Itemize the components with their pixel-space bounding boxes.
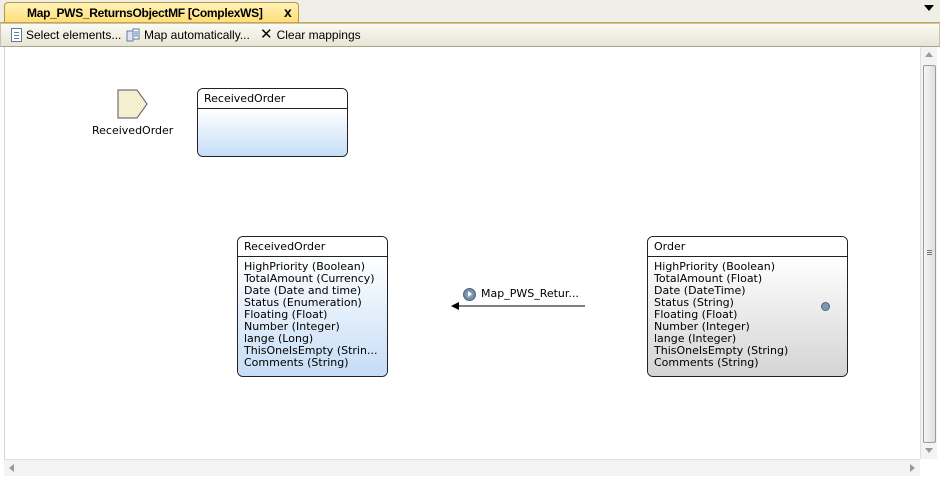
microflow-play-icon[interactable] [463, 288, 476, 301]
attribute-list: HighPriority (Boolean)TotalAmount (Curre… [238, 257, 387, 369]
attribute-item[interactable]: Floating (Float) [244, 308, 328, 321]
vertical-scroll-thumb[interactable] [923, 65, 936, 443]
entity-title: Order [648, 237, 847, 257]
attribute-item[interactable]: ThisOneIsEmpty (String) [654, 344, 789, 357]
attribute-item[interactable]: lange (Integer) [654, 332, 737, 345]
map-automatically-icon [126, 28, 140, 42]
attribute-item[interactable]: Number (Integer) [244, 320, 340, 333]
clear-mappings-button[interactable]: ✕ Clear mappings [260, 27, 361, 43]
target-entity-received-order[interactable]: ReceivedOrder HighPriority (Boolean)Tota… [237, 236, 388, 377]
document-icon [11, 28, 22, 42]
attribute-item[interactable]: TotalAmount (Float) [654, 272, 763, 285]
parameter-label: ReceivedOrder [92, 124, 174, 137]
entity-title: ReceivedOrder [238, 237, 387, 257]
horizontal-scrollbar[interactable] [4, 459, 920, 476]
parameter-icon[interactable] [117, 89, 149, 119]
attribute-item[interactable]: lange (Long) [244, 332, 314, 345]
entity-body: HighPriority (Boolean)TotalAmount (Float… [648, 257, 847, 376]
attribute-item[interactable]: Status (Enumeration) [244, 296, 362, 309]
scroll-right-icon[interactable] [910, 464, 915, 472]
attribute-item[interactable]: Number (Integer) [654, 320, 750, 333]
entity-title: ReceivedOrder [198, 89, 347, 109]
close-tab-button[interactable]: x [284, 4, 292, 20]
document-tab-strip: Map_PWS_ReturnsObjectMF [ComplexWS] x [0, 0, 940, 23]
scroll-left-icon[interactable] [9, 464, 14, 472]
attribute-item[interactable]: Floating (Float) [654, 308, 738, 321]
map-automatically-button[interactable]: Map automatically... [126, 27, 250, 43]
clear-x-icon: ✕ [260, 26, 273, 43]
select-elements-button[interactable]: Select elements... [9, 27, 121, 43]
select-elements-label: Select elements... [26, 28, 122, 42]
tab-map-pws-returns-object[interactable]: Map_PWS_ReturnsObjectMF [ComplexWS] x [4, 2, 299, 22]
attribute-list: HighPriority (Boolean)TotalAmount (Float… [648, 257, 847, 369]
entity-body: HighPriority (Boolean)TotalAmount (Curre… [238, 257, 387, 376]
attribute-item[interactable]: Status (String) [654, 296, 734, 309]
attribute-item[interactable]: HighPriority (Boolean) [654, 260, 776, 273]
scroll-down-icon[interactable] [925, 448, 933, 453]
tab-title: Map_PWS_ReturnsObjectMF [ComplexWS] [27, 6, 263, 20]
vertical-scrollbar[interactable] [920, 47, 937, 459]
entity-body [198, 109, 347, 156]
clear-mappings-label: Clear mappings [276, 28, 361, 42]
grip-icon [927, 250, 932, 251]
attribute-item[interactable]: Date (Date and time) [244, 284, 362, 297]
attribute-item[interactable]: HighPriority (Boolean) [244, 260, 366, 273]
map-automatically-label: Map automatically... [144, 28, 250, 42]
source-entity-order[interactable]: Order HighPriority (Boolean)TotalAmount … [647, 236, 848, 377]
mapping-arrow[interactable] [448, 298, 588, 314]
attribute-item[interactable]: Comments (String) [244, 356, 349, 369]
attribute-item[interactable]: ThisOneIsEmpty (Strin... [244, 344, 378, 357]
mapping-toolbar: Select elements... Map automatically... … [0, 23, 940, 47]
scroll-up-icon[interactable] [925, 52, 933, 57]
mapping-microflow-label[interactable]: Map_PWS_Retur... [481, 287, 579, 300]
attribute-item[interactable]: TotalAmount (Currency) [244, 272, 375, 285]
tab-menu-dropdown-icon[interactable] [924, 5, 934, 11]
connection-point-icon[interactable] [821, 302, 830, 311]
attribute-item[interactable]: Date (DateTime) [654, 284, 746, 297]
parameter-entity-received-order[interactable]: ReceivedOrder [197, 88, 348, 157]
attribute-item[interactable]: Comments (String) [654, 356, 759, 369]
